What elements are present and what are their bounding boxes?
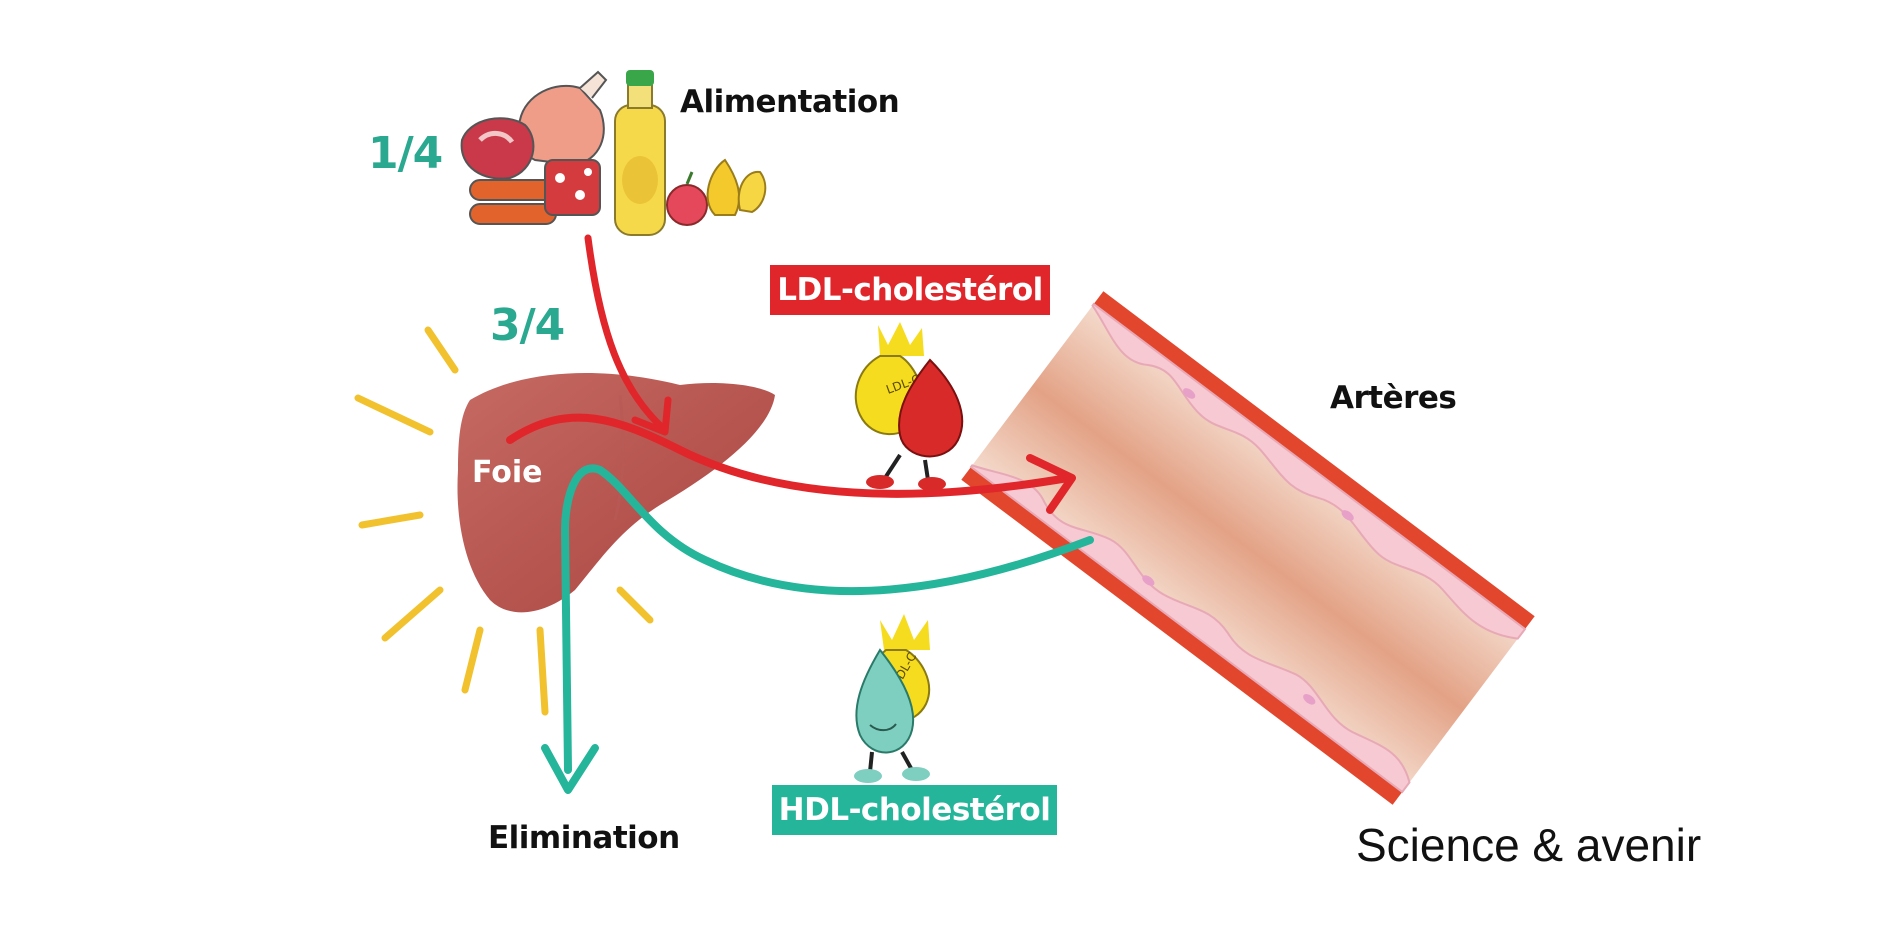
elimination-label: Elimination	[488, 820, 680, 856]
alimentation-label: Alimentation	[680, 84, 900, 120]
fraction-diet-label: 1/4	[368, 128, 443, 179]
arteries-label: Artères	[1330, 380, 1457, 416]
liver-illustration	[457, 373, 775, 613]
hdl-arrow	[541, 464, 1094, 794]
ldl-arrow	[506, 413, 1076, 514]
ldl-mascot: LDL-C	[854, 322, 964, 491]
sun-rays	[354, 326, 654, 716]
fraction-liver-label: 3/4	[490, 300, 565, 351]
diet-to-liver-arrow	[584, 234, 672, 436]
ldl-cholesterol-tag: LDL-cholestérol	[770, 265, 1050, 315]
source-credit: Science & avenir	[1356, 819, 1702, 871]
artery-illustration	[961, 291, 1535, 805]
hdl-cholesterol-tag: HDL-cholestérol	[772, 785, 1057, 835]
food-illustration	[460, 70, 767, 236]
hdl-mascot: HDL-C	[854, 614, 931, 783]
liver-label: Foie	[472, 455, 543, 490]
